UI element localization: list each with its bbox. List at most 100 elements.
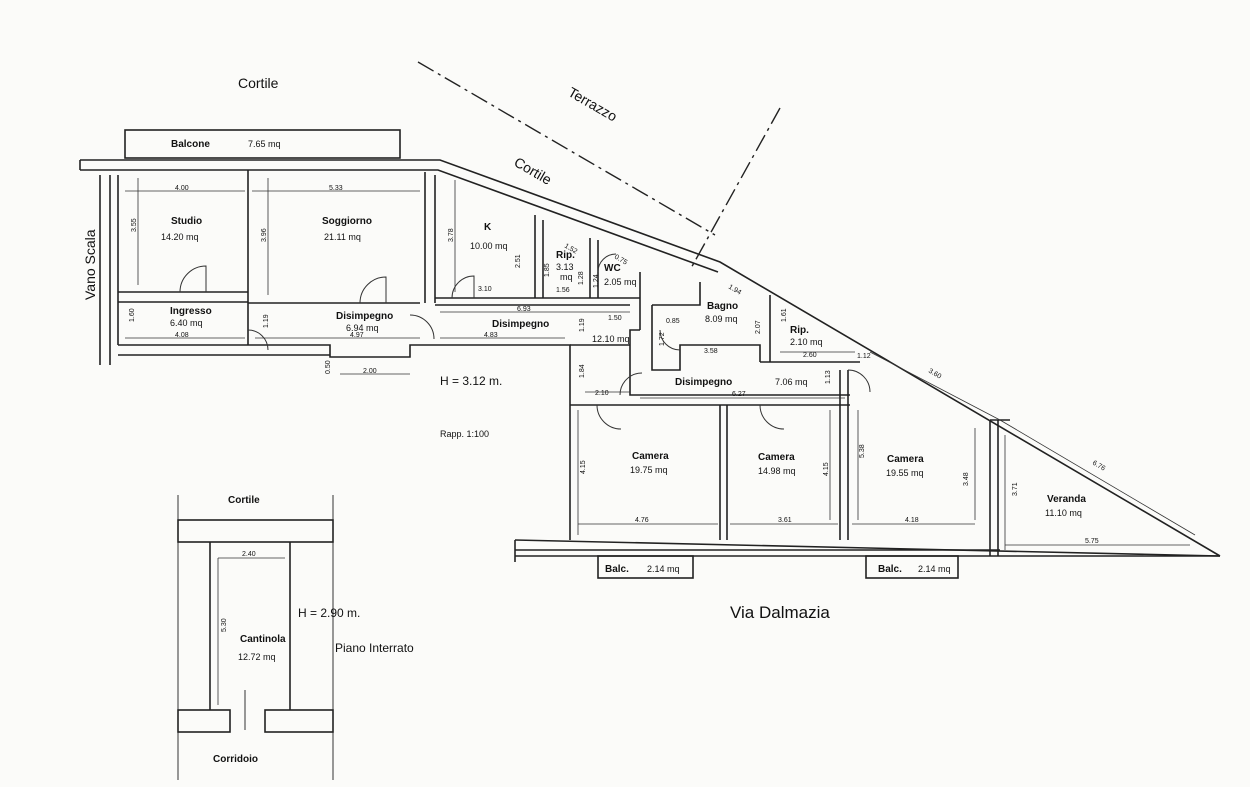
dim-label: 4.00 <box>175 185 189 192</box>
dim-label: 2.40 <box>242 551 256 558</box>
dim-label: 1.28 <box>578 271 585 285</box>
dim-label: 5.33 <box>329 185 343 192</box>
dim-label: 3.96 <box>261 228 268 242</box>
balcone-name: Balcone <box>171 139 210 150</box>
wc-area: 2.05 mq <box>604 277 637 287</box>
basement-plan <box>177 495 334 780</box>
bagno-area: 8.09 mq <box>705 314 738 324</box>
dim-label: 1.85 <box>544 263 551 277</box>
balc1-name: Balc. <box>605 564 629 575</box>
disimpegno3-name: Disimpegno <box>675 377 732 388</box>
cortile-top-label: Cortile <box>238 75 279 91</box>
ceiling-height-basement: H = 2.90 m. <box>298 606 360 620</box>
terrazzo-label: Terrazzo <box>566 84 621 125</box>
dim-label: 4.18 <box>905 517 919 524</box>
dim-label: 0.85 <box>666 318 680 325</box>
camera3-area: 19.55 mq <box>886 468 924 478</box>
dim-label: 4.08 <box>175 332 189 339</box>
dim-label: 4.83 <box>484 332 498 339</box>
balc1-area: 2.14 mq <box>647 564 680 574</box>
dim-label: 3.10 <box>478 286 492 293</box>
camera3-name: Camera <box>887 454 924 465</box>
dim-label: 6.27 <box>732 391 746 398</box>
dim-label: 2.60 <box>803 352 817 359</box>
cortile-basement-label: Cortile <box>228 495 260 506</box>
dim-label: 1.24 <box>593 274 600 288</box>
dim-label: 3.61 <box>778 517 792 524</box>
dim-label: 1.84 <box>579 364 586 378</box>
dim-label: 1.50 <box>608 315 622 322</box>
dim-label: 4.76 <box>635 517 649 524</box>
interior-walls <box>118 170 1010 556</box>
dim-label: 5.30 <box>221 618 228 632</box>
dim-label: 5.38 <box>859 444 866 458</box>
disimpegno1-area: 6.94 mq <box>346 323 379 333</box>
dimension-lines <box>125 178 1196 550</box>
dim-label: 1.19 <box>263 314 270 328</box>
rip2-area: 2.10 mq <box>790 337 823 347</box>
disimpegno2-name: Disimpegno <box>492 319 549 330</box>
rip1-name: Rip. <box>556 250 575 261</box>
dim-label: 1.94 <box>727 284 742 297</box>
dim-label: 2.00 <box>363 368 377 375</box>
dim-label: 0.50 <box>325 360 332 374</box>
rip2-name: Rip. <box>790 325 809 336</box>
piano-interrato-label: Piano Interrato <box>335 641 414 655</box>
disimpegno1-name: Disimpegno <box>336 311 393 322</box>
ingresso-area: 6.40 mq <box>170 318 203 328</box>
wc-name: WC <box>604 263 621 274</box>
dim-label: 1.56 <box>556 287 570 294</box>
dim-label: 1.61 <box>781 308 788 322</box>
dim-label: 3.48 <box>963 472 970 486</box>
camera1-name: Camera <box>632 451 669 462</box>
camera1-area: 19.75 mq <box>630 465 668 475</box>
dim-label: 4.97 <box>350 332 364 339</box>
soggiorno-name: Soggiorno <box>322 216 372 227</box>
cantinola-name: Cantinola <box>240 634 286 645</box>
ceiling-height-main: H = 3.12 m. <box>440 374 502 388</box>
ingresso-name: Ingresso <box>170 306 212 317</box>
cantinola-area: 12.72 mq <box>238 652 276 662</box>
rip1-unit: mq <box>560 272 573 282</box>
cortile-diagonal-label: Cortile <box>512 154 555 188</box>
via-dalmazia-label: Via Dalmazia <box>730 603 830 622</box>
dim-label: 3.55 <box>131 218 138 232</box>
dim-label: 3.60 <box>927 368 942 381</box>
dim-label: 1.12 <box>857 353 871 360</box>
camera2-area: 14.98 mq <box>758 466 796 476</box>
exterior-walls <box>79 129 1221 579</box>
k-area: 10.00 mq <box>470 241 508 251</box>
doors <box>179 253 871 430</box>
dim-label: 1.72 <box>659 332 666 346</box>
dim-label: 4.15 <box>823 462 830 476</box>
k-name: K <box>484 222 492 233</box>
dim-label: 2.10 <box>595 390 609 397</box>
veranda-name: Veranda <box>1047 494 1086 505</box>
dim-label: 3.78 <box>448 228 455 242</box>
disimpegno2-area: 12.10 mq <box>592 334 630 344</box>
terrace-axis-line <box>689 107 781 271</box>
camera2-name: Camera <box>758 452 795 463</box>
veranda-area: 11.10 mq <box>1045 508 1082 518</box>
balc2-area: 2.14 mq <box>918 564 951 574</box>
scale-label: Rapp. 1:100 <box>440 429 489 439</box>
dim-label: 3.71 <box>1012 482 1019 496</box>
soggiorno-area: 21.11 mq <box>324 232 361 242</box>
vano-scala-label: Vano Scala <box>82 229 98 300</box>
dim-label: 6.76 <box>1091 460 1106 473</box>
dim-label: 2.51 <box>515 254 522 268</box>
balcone-area: 7.65 mq <box>248 139 281 149</box>
rip1-area: 3.13 <box>556 262 574 272</box>
terrace-axis-line <box>417 61 716 236</box>
dim-label: 1.60 <box>129 308 136 322</box>
dim-label: 3.58 <box>704 348 718 355</box>
dim-label: 1.19 <box>579 318 586 332</box>
corridoio-label: Corridoio <box>213 754 258 765</box>
dim-label: 4.15 <box>580 460 587 474</box>
disimpegno3-area: 7.06 mq <box>775 377 808 387</box>
dim-label: 2.07 <box>755 320 762 334</box>
studio-name: Studio <box>171 216 202 227</box>
balc2-name: Balc. <box>878 564 902 575</box>
dim-label: 6.93 <box>517 306 531 313</box>
